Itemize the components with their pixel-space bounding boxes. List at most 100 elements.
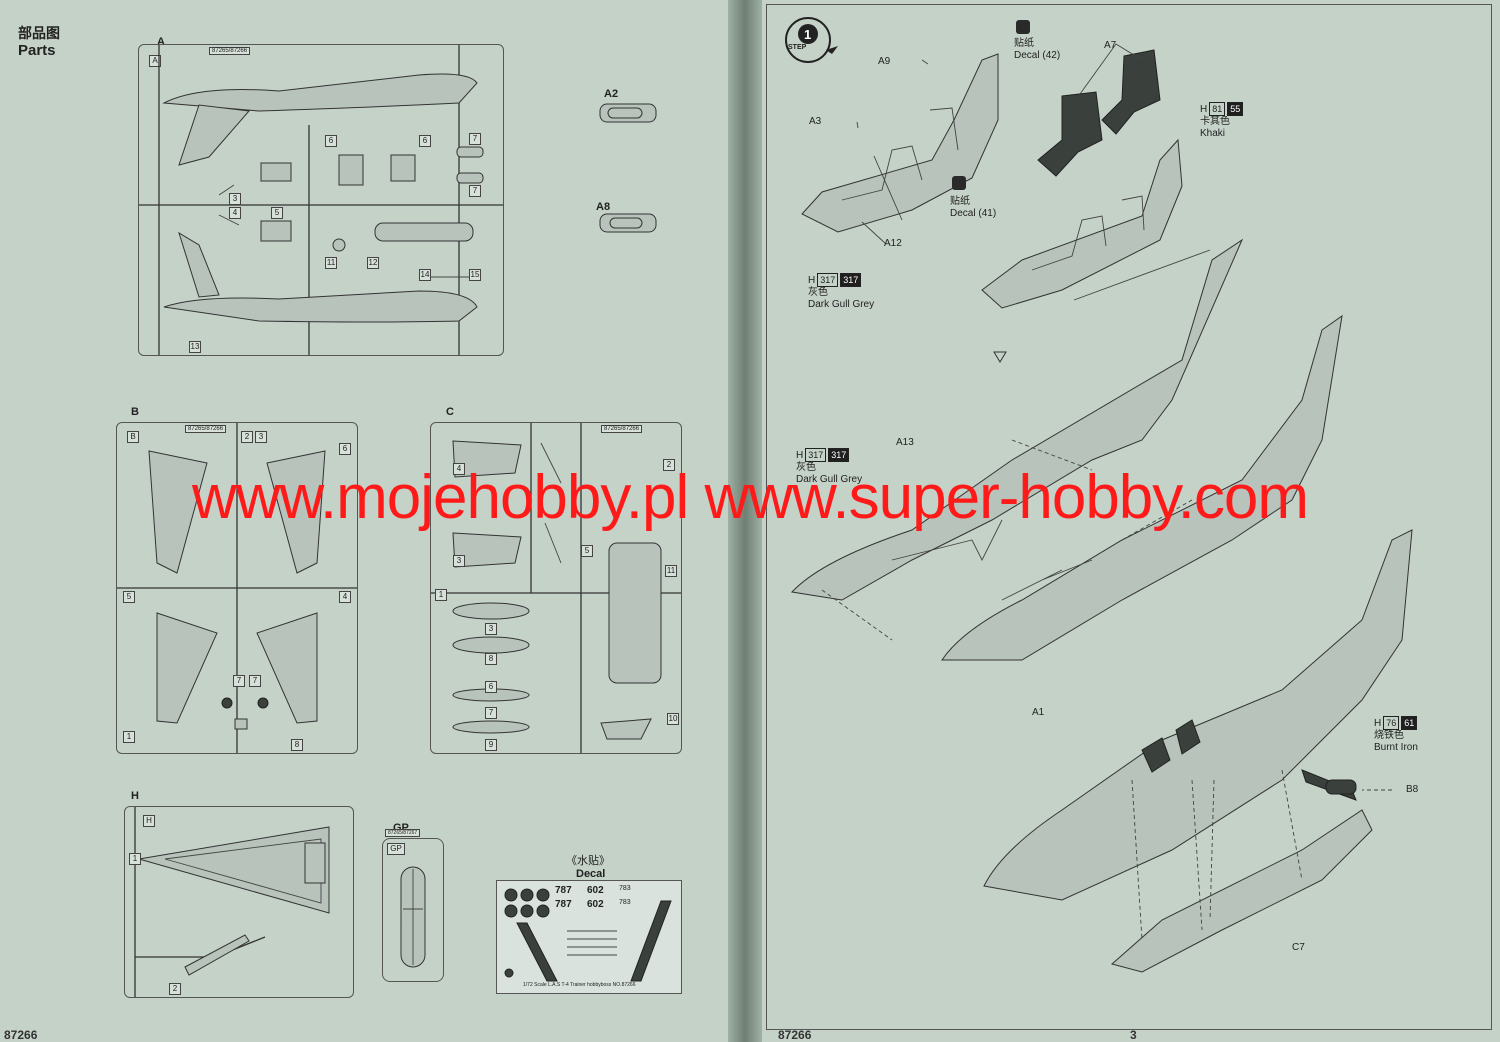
part-c7-label: C7	[1292, 942, 1305, 953]
detail-a8-label: A8	[596, 201, 611, 213]
left-page-number: 87266	[4, 1028, 38, 1042]
sprue-a-num-7a: 7	[469, 133, 481, 145]
sprue-b-letter: B	[131, 406, 139, 418]
watermark-text: www.mojehobby.pl www.super-hobby.com	[191, 463, 1309, 532]
gull-grey-2-en: Dark Gull Grey	[796, 474, 863, 485]
part-a13-label: A13	[896, 437, 914, 448]
khaki-h: H	[1200, 104, 1208, 115]
sprue-a-num-4: 4	[229, 207, 241, 219]
khaki-en: Khaki	[1200, 128, 1226, 139]
gull-grey-1-en: Dark Gull Grey	[808, 299, 875, 310]
sprue-a-num-11: 11	[325, 257, 337, 269]
sprue-h-num-1: 1	[129, 853, 141, 865]
decal-41-icon	[952, 176, 966, 190]
sprue-c-drawing	[431, 423, 681, 753]
sprue-h-corner: H	[143, 815, 155, 827]
khaki-cn: 卡其色	[1200, 116, 1230, 127]
sprue-b-num-8: 8	[291, 739, 303, 751]
decal-title-cn: 《水贴》	[566, 855, 610, 867]
sprue-b-num-6: 6	[339, 443, 351, 455]
sprue-c-num-6: 6	[485, 681, 497, 693]
right-page-step-1: 1 STEP A9 A3 A12 A7 A13 A1 B8	[762, 0, 1500, 1042]
gull-grey-2-h: H	[796, 450, 804, 461]
khaki-code-2: 55	[1227, 102, 1244, 116]
sprue-b-corner: B	[127, 431, 139, 443]
decal-42-en: Decal	[1014, 50, 1040, 61]
gull-grey-2-code-2: 317	[828, 448, 850, 462]
sprue-h-drawing	[134, 807, 330, 997]
decal-footer: 1/72 Scale L.A.S T-4 Trainer hobbyboss N…	[523, 982, 636, 988]
sprue-a-num-5: 5	[271, 207, 283, 219]
sprue-a-num-13: 13	[189, 341, 201, 353]
sprue-c-tag: 87265/87266	[601, 425, 643, 433]
burnt-iron-code-2: 61	[1401, 716, 1418, 730]
gull-grey-1-code-2: 317	[840, 273, 862, 287]
sprue-a-letter: A	[157, 36, 165, 48]
decal-42-icon	[1016, 20, 1030, 34]
gull-grey-1-code-1: 317	[817, 273, 839, 287]
sprue-gp-canopy-drawing	[400, 866, 426, 968]
sprue-c-num-1: 1	[435, 589, 447, 601]
step-badge-drawing	[785, 17, 838, 63]
sprue-c-num-3a: 3	[453, 555, 465, 567]
sprue-a-num-14: 14	[419, 269, 431, 281]
sprue-c-num-3b: 3	[485, 623, 497, 635]
gull-grey-1-h: H	[808, 275, 816, 286]
decal-sheet-drawing	[504, 888, 672, 982]
decal-sheet: 787 602 787 602 783 783 1/72 Scale L.A.S…	[496, 880, 682, 994]
sprue-c-num-2: 2	[663, 459, 675, 471]
part-a7-label: A7	[1104, 40, 1117, 51]
sprue-a-num-3: 3	[229, 193, 241, 205]
sprue-b-num-1: 1	[123, 731, 135, 743]
sprue-a-frame: 87265/87266 A 6 6 7 7 3 4 5 11 12 14 15	[138, 44, 504, 356]
sprue-a-num-6a: 6	[325, 135, 337, 147]
book-gutter	[728, 0, 762, 1042]
burnt-iron-cn: 烧铁色	[1374, 730, 1404, 741]
decal-42-cn: 贴纸	[1014, 38, 1034, 49]
part-a9-label: A9	[878, 56, 891, 67]
step-frame	[766, 4, 1492, 1030]
sprue-h-frame: H 1 2	[124, 806, 354, 998]
burnt-iron-h: H	[1374, 718, 1382, 729]
sprue-c-frame: 87265/87266 4 3 5 2 1 3 11 8 6 7 10 9	[430, 422, 682, 754]
sprue-b-num-4: 4	[339, 591, 351, 603]
decal-42-callout: 贴纸 Decal (42)	[1014, 38, 1060, 62]
decal-num-2: 602	[587, 885, 604, 896]
part-a3-label: A3	[809, 116, 822, 127]
sprue-a-num-6b: 6	[419, 135, 431, 147]
sprue-b-num-7b: 7	[249, 675, 261, 687]
sprue-a-num-15: 15	[469, 269, 481, 281]
right-page-number: 3	[1130, 1028, 1137, 1042]
sprue-b-tag: 87265/87266	[185, 425, 227, 433]
sprue-c-num-4: 4	[453, 463, 465, 475]
part-a12-label: A12	[884, 238, 902, 249]
sprue-c-num-10: 10	[667, 713, 679, 725]
sprue-b-frame: 87265/87266 B 2 3 5 4 6 1 7 7 8	[116, 422, 358, 754]
sprue-c-num-11: 11	[665, 565, 677, 577]
gull-grey-2-code-1: 317	[805, 448, 827, 462]
decal-num-5: 783	[619, 885, 631, 892]
khaki-code-1: 81	[1209, 102, 1226, 116]
sprue-a-drawing	[139, 45, 503, 355]
sprue-c-num-8: 8	[485, 653, 497, 665]
decal-num-4: 602	[587, 899, 604, 910]
sprue-gp-frame: 87265/87267 GP	[382, 829, 444, 982]
decal-41-num: (41)	[978, 208, 997, 219]
detail-a2-drawing	[599, 103, 657, 123]
part-b8-label: B8	[1406, 784, 1419, 795]
sprue-c-num-7: 7	[485, 707, 497, 719]
decal-num-3: 787	[555, 899, 572, 910]
sprue-c-num-5: 5	[581, 545, 593, 557]
decal-title-en: Decal	[576, 868, 606, 880]
sprue-gp-corner: GP	[387, 843, 405, 855]
sprue-c-letter: C	[446, 406, 454, 418]
gull-grey-1-cn: 灰色	[808, 287, 828, 298]
step-number: 1	[804, 27, 812, 42]
part-a1-label: A1	[1032, 707, 1045, 718]
sprue-a-corner: A	[149, 55, 161, 67]
step-label: STEP	[788, 44, 807, 51]
decal-41-callout: 贴纸 Decal (41)	[950, 196, 996, 220]
sprue-b-num-3: 3	[255, 431, 267, 443]
